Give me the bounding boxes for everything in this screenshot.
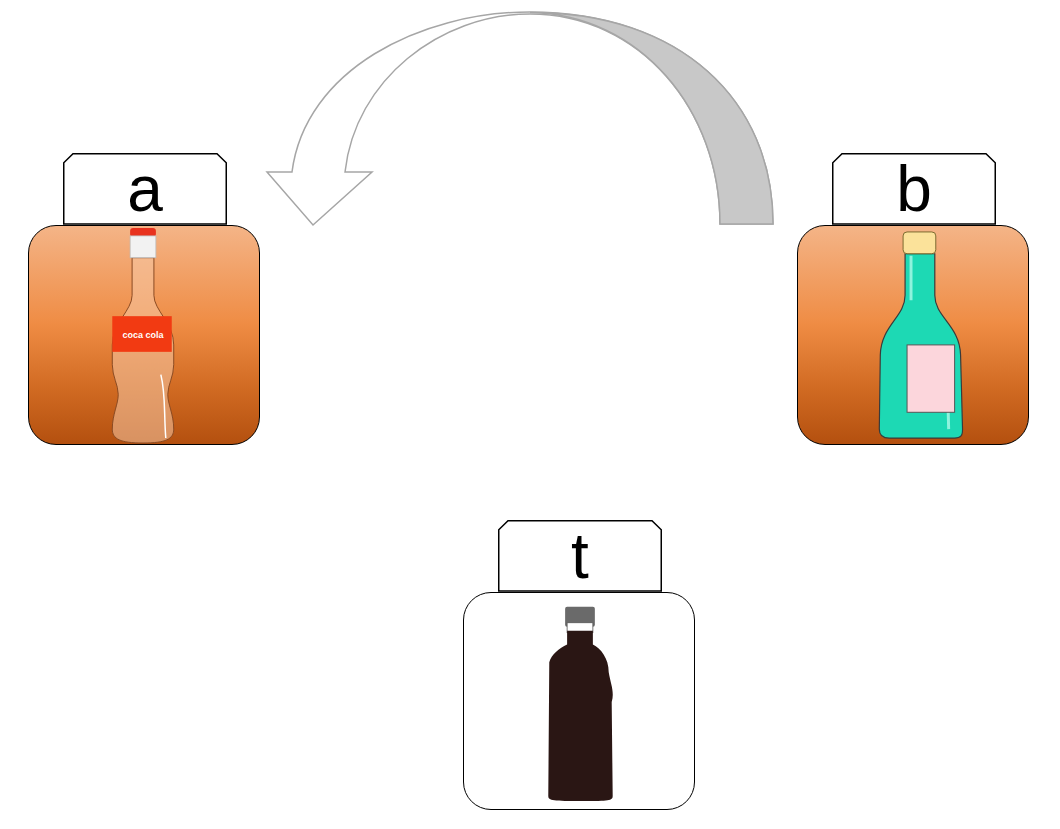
name-tab: t <box>498 520 662 592</box>
labelled-bottle-card: t <box>463 520 695 810</box>
node-letter: b <box>832 153 996 225</box>
node-letter: t <box>498 520 662 592</box>
arrow-shade <box>530 12 773 224</box>
bottle-panel: coca cola <box>28 225 260 445</box>
arrow-outline <box>267 12 773 225</box>
labelled-bottle-card: b <box>797 153 1029 445</box>
labelled-bottle-card: a coca cola <box>28 153 260 445</box>
bottle-illustration <box>798 226 1028 444</box>
bottle-brand-text: coca cola <box>113 317 173 353</box>
bottle-illustration <box>464 593 694 809</box>
name-tab: b <box>832 153 996 225</box>
node-letter: a <box>63 153 227 225</box>
bottle-panel <box>463 592 695 810</box>
bottle-panel <box>797 225 1029 445</box>
name-tab: a <box>63 153 227 225</box>
curved-arrow <box>267 12 773 225</box>
